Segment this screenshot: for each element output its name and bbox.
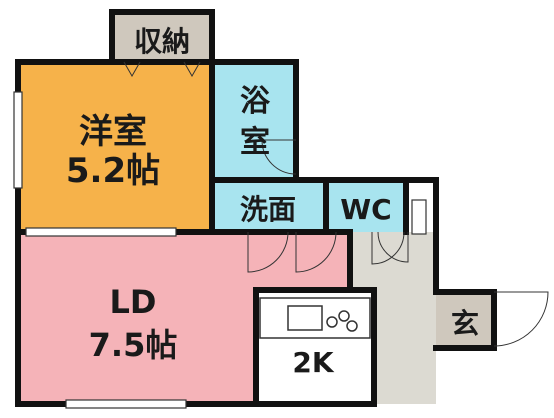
bath-label-1: 浴 xyxy=(240,84,271,119)
bath-room xyxy=(212,62,296,180)
ld-label-1: LD xyxy=(110,283,157,321)
wc-room xyxy=(326,180,406,232)
kitchen-counter xyxy=(259,297,371,339)
ld-label-2: 7.5帖 xyxy=(89,326,178,364)
storage-room xyxy=(112,12,212,62)
entrance-label: 玄 xyxy=(451,307,479,340)
entrance-area xyxy=(436,292,494,348)
wc-label: WC xyxy=(340,193,391,226)
washroom xyxy=(212,180,326,232)
washroom-label: 洗面 xyxy=(240,193,296,226)
western-room xyxy=(18,62,212,232)
western-label-2: 5.2帖 xyxy=(66,151,160,191)
western-label-1: 洋室 xyxy=(79,112,147,152)
bath-label-2: 室 xyxy=(240,125,270,160)
kitchen-label: 2K xyxy=(292,346,334,379)
storage-label: 収納 xyxy=(134,25,190,58)
windows xyxy=(13,91,427,409)
door-swings xyxy=(123,61,549,347)
